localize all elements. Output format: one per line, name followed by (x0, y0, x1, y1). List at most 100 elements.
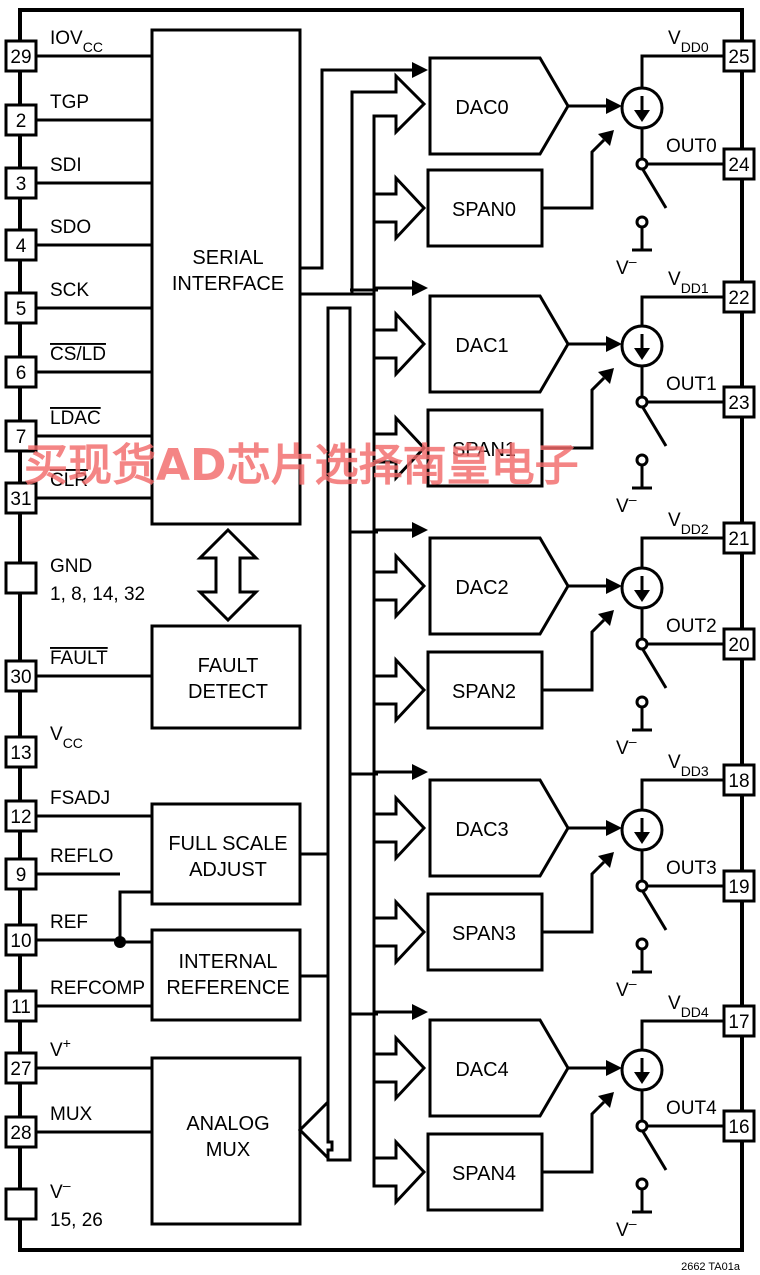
current-source-arrowhead (634, 590, 650, 602)
switch-blade (640, 647, 668, 689)
vdd-label-sub: DD2 (681, 521, 709, 537)
out-label: OUT2 (666, 616, 717, 637)
vdd-wire (640, 295, 724, 326)
pin-number: 28 (10, 1123, 31, 1144)
analog-mux-block (150, 1056, 302, 1226)
bus-to-span-arrow (372, 174, 427, 242)
pin-label-main: SCK (50, 280, 89, 301)
bus-to-dac0-arrow (350, 72, 427, 296)
pin-label: FSADJ (50, 788, 110, 809)
pin-label: REFCOMP (50, 978, 145, 999)
switch-blade (640, 167, 668, 209)
span-control-wire (542, 376, 606, 450)
span-control-arrowhead (598, 610, 614, 626)
span-control-arrowhead (598, 852, 614, 868)
vminus-label-sup: – (629, 253, 637, 269)
pin-box (4, 561, 38, 595)
bus-to-dac-arrow (372, 1034, 427, 1102)
dac-block (428, 536, 570, 636)
dac-block (428, 294, 570, 394)
vdd-label-sub: DD4 (681, 1004, 709, 1020)
full-scale-adjust-label-2: ADJUST (189, 859, 267, 881)
switch-node (635, 637, 649, 651)
pin-label-main: TGP (50, 92, 89, 113)
pin-box (4, 355, 38, 389)
analog-mux-label-2: MUX (206, 1139, 250, 1161)
pin-number: 3 (16, 174, 27, 195)
dac-output-arrowhead (606, 1060, 622, 1076)
left-pin: 3 SDI (4, 155, 152, 200)
pin-number: 30 (10, 667, 31, 688)
out-pin-number: 23 (728, 393, 749, 414)
pin-box (4, 103, 38, 137)
pin-label-sup: + (63, 1035, 71, 1051)
pin-label-sub: CC (83, 39, 103, 55)
fault-detect-label-2: DETECT (188, 681, 268, 703)
left-pin: 27V+ (4, 1035, 152, 1085)
pin-number: 6 (16, 363, 27, 384)
serial-to-dac0-arrowhead (412, 62, 428, 78)
switch-blade (640, 405, 668, 447)
pin-label: CS/LD (50, 344, 106, 365)
vminus-node (635, 937, 649, 951)
pin-label-sub: CC (63, 735, 83, 751)
out-pin-number: 19 (728, 877, 749, 898)
pin-label: V+ (50, 1035, 71, 1061)
span-label: SPAN4 (452, 1163, 516, 1185)
dac-output-arrowhead (606, 336, 622, 352)
dac-label: DAC4 (455, 1059, 508, 1081)
pin-number: 31 (10, 489, 31, 510)
dac-output-arrowhead (606, 578, 622, 594)
span-control-wire (542, 138, 606, 210)
watermark: 买现货AD芯片选择南皇电子 (24, 440, 579, 491)
vminus-label-main: V (616, 496, 629, 517)
switch-blade (640, 1129, 668, 1171)
bus-to-span-arrow (372, 898, 427, 966)
span-control-wire (542, 1100, 606, 1174)
pin-label-main: CS/LD (50, 344, 106, 365)
span-block (426, 408, 544, 488)
pin-label-main: LDAC (50, 408, 101, 429)
pin-label-main: REFLO (50, 846, 113, 867)
vminus-label: V– (616, 975, 637, 1001)
pin-label-main: SDI (50, 155, 82, 176)
pin-label-main: V (50, 724, 63, 745)
pin-label: CLR (50, 470, 88, 491)
dac-label: DAC3 (455, 819, 508, 841)
span-label: SPAN0 (452, 199, 516, 221)
pin-number: 9 (16, 865, 27, 886)
pin-label: LDAC (50, 408, 101, 429)
dac-label: DAC0 (455, 97, 508, 119)
vminus-node (635, 695, 649, 709)
pin-label: VCC (50, 724, 83, 751)
vminus-node (635, 1177, 649, 1191)
vdd-wire (640, 54, 724, 88)
vdd-pin-box (722, 1004, 756, 1038)
vminus-node (635, 215, 649, 229)
out-label: OUT4 (666, 1098, 717, 1119)
out-pin-number: 16 (728, 1117, 749, 1138)
pin-label: REF (50, 912, 88, 933)
span-label: SPAN2 (452, 681, 516, 703)
pin-label-main: SDO (50, 217, 91, 238)
dac-output-arrowhead (606, 98, 622, 114)
pin-number: 4 (16, 236, 27, 257)
figure-reference: 2662 TA01a (681, 1261, 741, 1273)
out-pin-box (722, 627, 756, 661)
span-block (426, 892, 544, 972)
switch-node (635, 1119, 649, 1133)
pin-label-line2: 1, 8, 14, 32 (50, 584, 145, 605)
bus-to-span-arrow (372, 656, 427, 724)
dac-label: DAC2 (455, 577, 508, 599)
pin-box (4, 989, 38, 1023)
pin-label-line2: 15, 26 (50, 1210, 103, 1231)
vdd-label-main: V (668, 752, 681, 773)
vdd-label-main: V (668, 510, 681, 531)
